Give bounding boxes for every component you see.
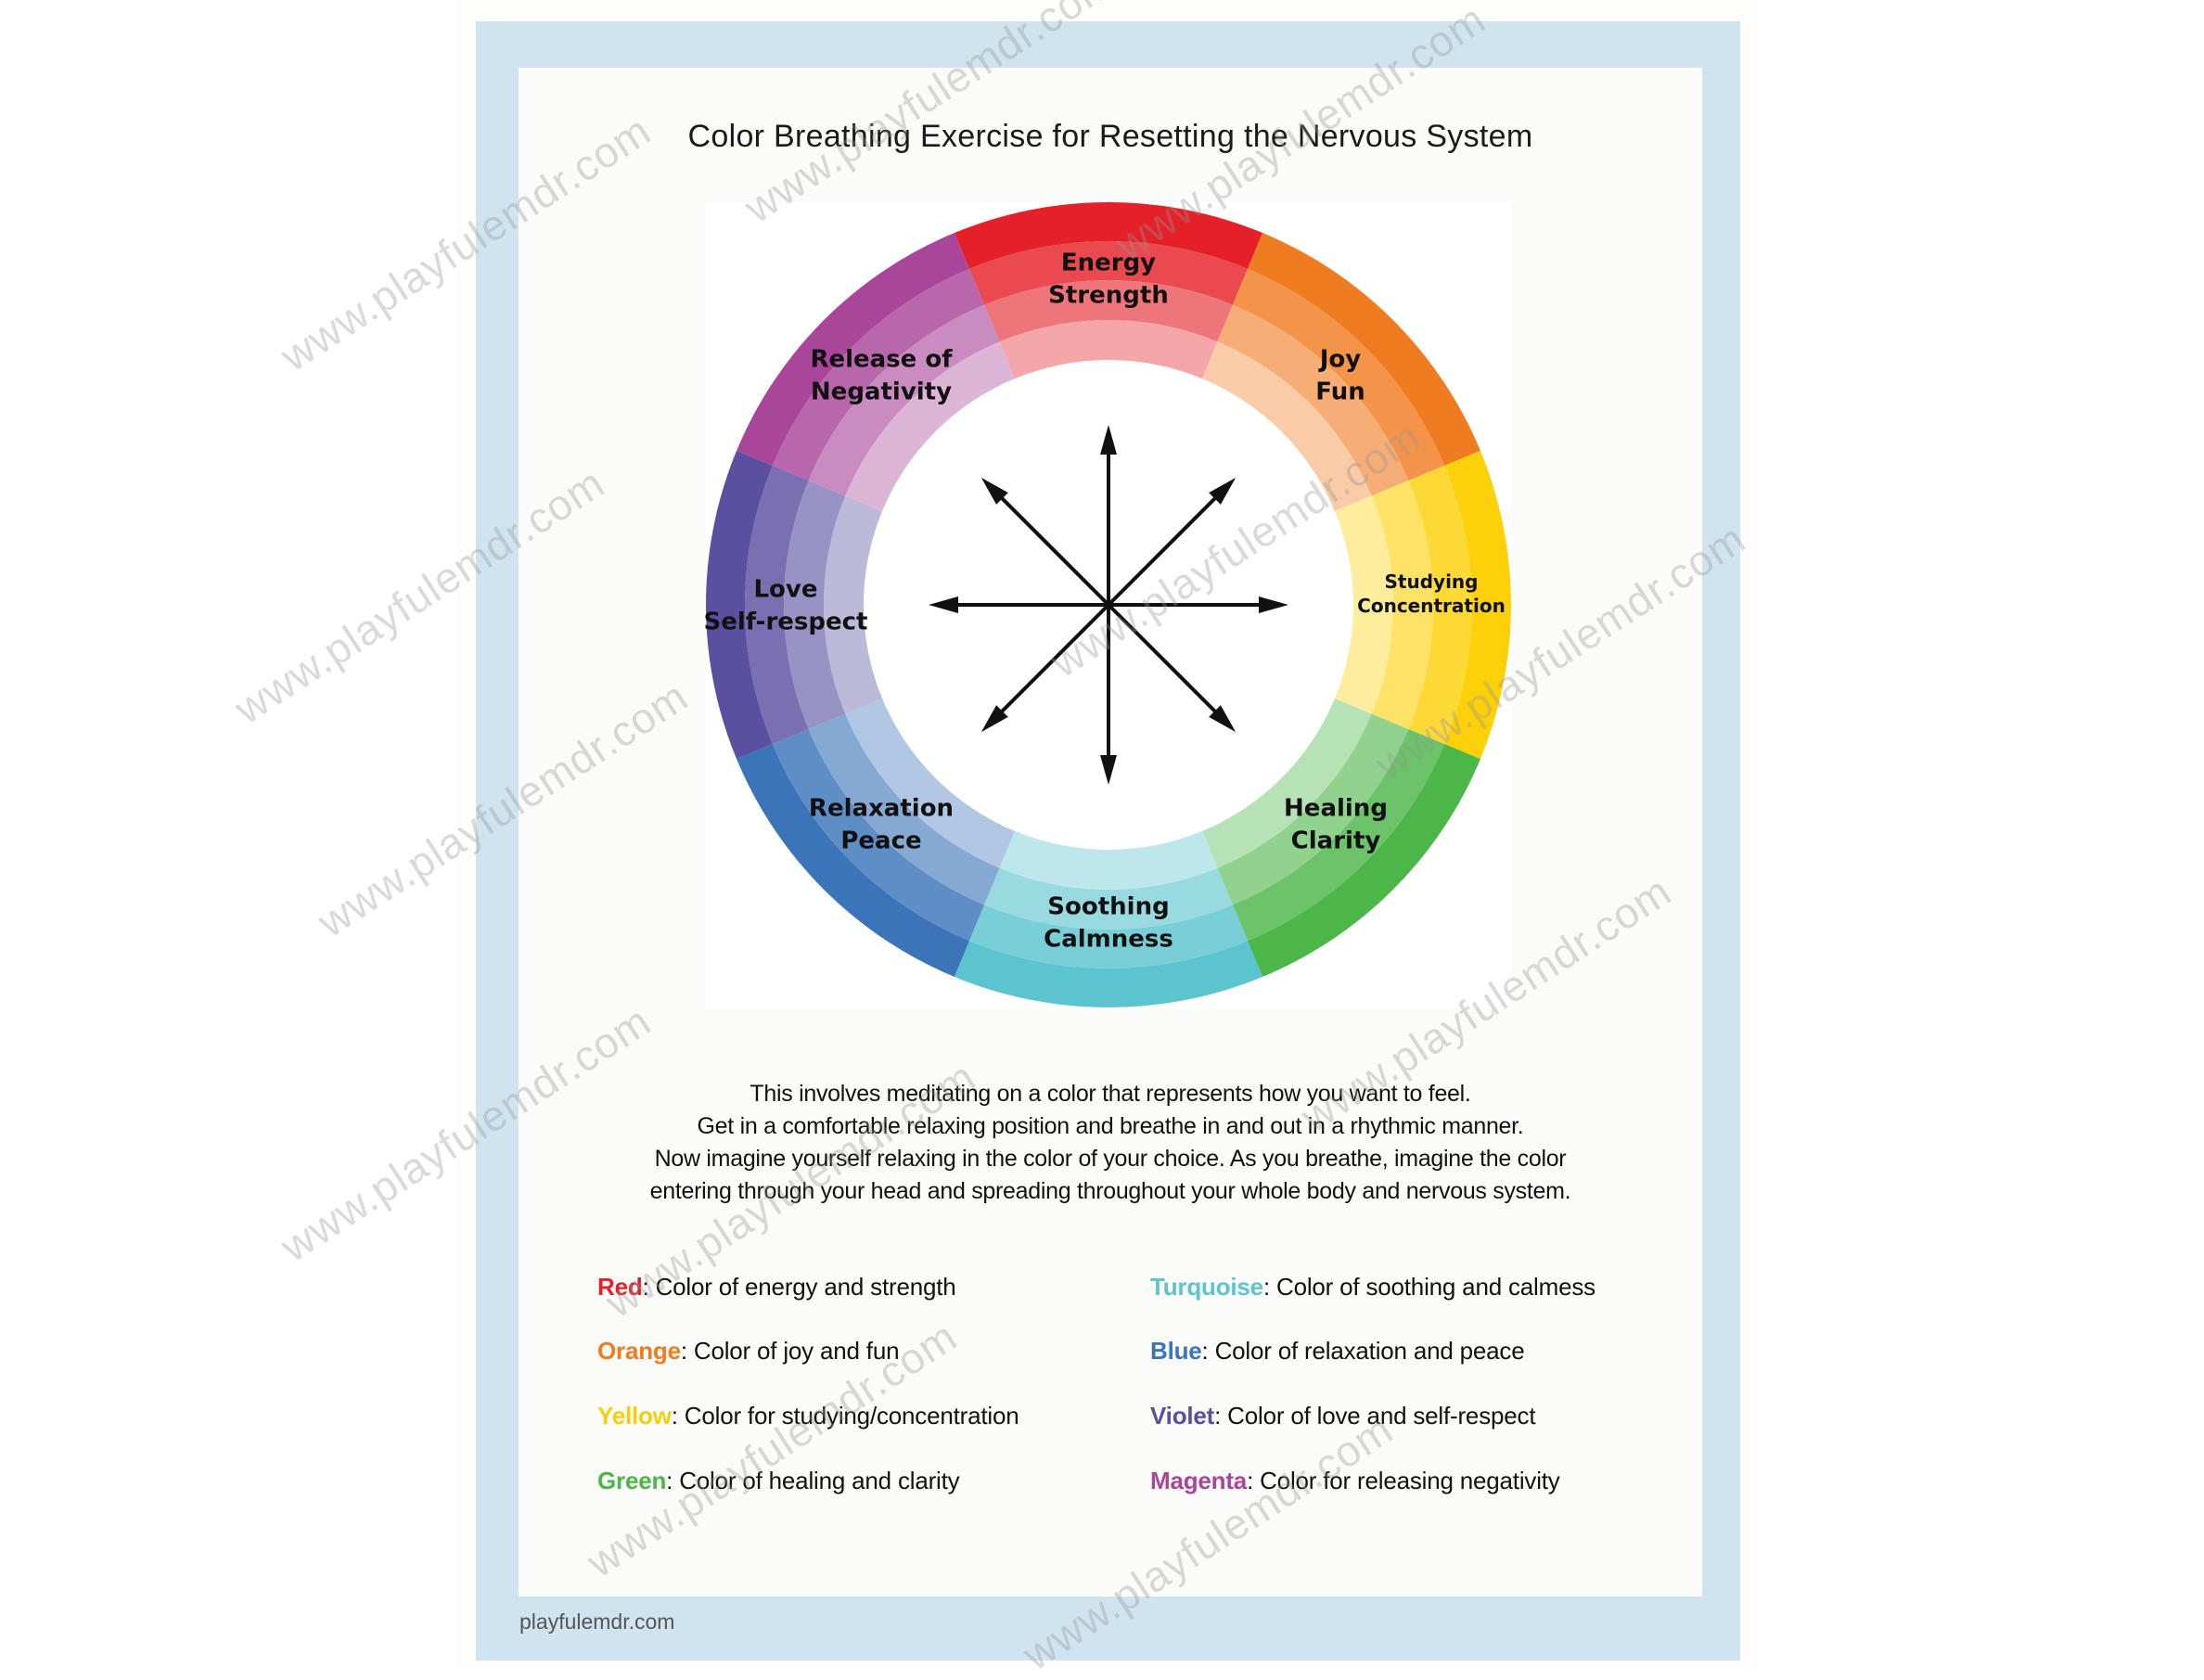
wheel-label: Fun <box>1315 378 1365 406</box>
wheel-label: Negativity <box>811 378 952 406</box>
legend-item-violet: Violet: Color of love and self-respect <box>1150 1402 1536 1430</box>
wheel-label: Studying <box>1385 571 1479 593</box>
legend-item-turquoise: Turquoise: Color of soothing and calmess <box>1150 1273 1595 1302</box>
instructions-paragraph: This involves meditating on a color that… <box>519 1078 1702 1208</box>
wheel-segment-band <box>745 465 809 745</box>
wheel-segment-band <box>1217 713 1409 905</box>
wheel-segment-band <box>772 268 985 481</box>
wheel-segment-band <box>1202 341 1372 511</box>
legend-description: : Color of soothing and calmess <box>1262 1273 1595 1301</box>
wheel-label: Relaxation <box>809 795 954 823</box>
wheel-segment-band <box>808 713 1000 905</box>
wheel-segment-band <box>1217 304 1409 496</box>
wheel-segment-band <box>845 699 1015 868</box>
arrow-head-icon <box>1100 755 1117 785</box>
wheel-label: Healing <box>1284 795 1388 823</box>
wheel-segment-band <box>845 341 1015 511</box>
wheel-segment-band <box>1232 268 1445 481</box>
wheel-segment-band <box>1202 699 1372 868</box>
legend-item-red: Red: Color of energy and strength <box>597 1273 956 1302</box>
legend-color-name: Green <box>597 1467 667 1494</box>
wheel-label: Love <box>753 576 817 604</box>
footer-site: playfulemdr.com <box>519 1609 675 1634</box>
wheel-label: Self-respect <box>704 609 868 636</box>
arrow-head-icon <box>1259 596 1288 613</box>
wheel-label: Peace <box>840 827 921 855</box>
wheel-segment-band <box>984 280 1233 342</box>
wheel-segment-band <box>1444 450 1511 760</box>
wheel-label: Joy <box>1318 346 1362 374</box>
instructions-line: Now imagine yourself relaxing in the col… <box>654 1146 1567 1172</box>
wheel-segment-band <box>954 941 1263 1007</box>
legend-item-magenta: Magenta: Color for releasing negativity <box>1150 1467 1560 1495</box>
wheel-label: Soothing <box>1047 893 1169 921</box>
legend-color-name: Yellow <box>597 1402 672 1430</box>
wheel-segment-band <box>808 304 1000 496</box>
wheel-segment-band <box>968 241 1249 305</box>
legend-color-name: Blue <box>1150 1337 1202 1365</box>
arrow-shaft <box>993 603 1110 721</box>
arrow-shaft <box>993 489 1110 607</box>
arrow-shaft <box>1107 603 1224 721</box>
legend-color-name: Turquoise <box>1150 1273 1263 1301</box>
wheel-label: Release of <box>810 346 953 374</box>
legend-item-orange: Orange: Color of joy and fun <box>597 1337 900 1366</box>
wheel-segment-band <box>954 202 1263 269</box>
wheel-label: Clarity <box>1291 827 1381 855</box>
wheel-label: Energy <box>1061 250 1156 277</box>
wheel-label: Strength <box>1048 282 1169 310</box>
legend-item-yellow: Yellow: Color for studying/concentration <box>597 1402 1019 1430</box>
legend-color-name: Magenta <box>1150 1467 1248 1494</box>
wheel-segment-band <box>1371 481 1433 729</box>
wheel-segment-band <box>984 867 1233 930</box>
wheel-segment-band <box>737 744 969 977</box>
wheel-label: Concentration <box>1357 595 1506 617</box>
legend-item-blue: Blue: Color of relaxation and peace <box>1150 1337 1525 1366</box>
wheel-segment-band <box>999 320 1218 379</box>
legend-description: : Color of relaxation and peace <box>1201 1337 1525 1365</box>
arrow-head-icon <box>929 596 958 613</box>
wheel-segment-band <box>1248 744 1480 977</box>
instructions-line: Get in a comfortable relaxing position a… <box>697 1113 1524 1139</box>
wheel-segment-band <box>706 450 773 760</box>
legend-description: : Color of healing and clarity <box>666 1467 960 1494</box>
wheel-label: Calmness <box>1044 926 1173 954</box>
arrow-head-icon <box>980 705 1008 733</box>
legend-description: : Color for releasing negativity <box>1247 1467 1560 1494</box>
wheel-segment-band <box>1248 233 1480 466</box>
arrow-head-icon <box>1209 705 1237 733</box>
legend-description: : Color of energy and strength <box>642 1273 956 1301</box>
wheel-segment-band <box>737 233 969 466</box>
legend-color-name: Violet <box>1150 1402 1215 1430</box>
arrow-head-icon <box>1209 477 1237 505</box>
legend-description: : Color of love and self-respect <box>1214 1402 1536 1430</box>
wheel-segment-band <box>999 830 1218 890</box>
legend-item-green: Green: Color of healing and clarity <box>597 1467 960 1495</box>
legend-description: : Color for studying/concentration <box>671 1402 1019 1430</box>
arrow-shaft <box>1107 489 1224 607</box>
legend-description: : Color of joy and fun <box>680 1337 900 1365</box>
instructions-line: entering through your head and spreading… <box>649 1178 1571 1204</box>
arrow-head-icon <box>1100 425 1117 455</box>
wheel-segment-band <box>772 728 985 942</box>
legend-color-name: Red <box>597 1273 643 1301</box>
wheel-segment-band <box>1334 495 1393 714</box>
wheel-segment-band <box>1408 465 1472 745</box>
page-title: Color Breathing Exercise for Resetting t… <box>687 119 1533 154</box>
legend-color-name: Orange <box>597 1337 681 1365</box>
wheel-segment-band <box>1232 728 1445 942</box>
arrow-head-icon <box>980 477 1008 505</box>
wheel-segment-band <box>784 481 846 729</box>
color-wheel: EnergyStrengthJoyFunStudyingConcentratio… <box>704 202 1512 1009</box>
wheel-segment-band <box>824 495 883 714</box>
wheel-segment-band <box>968 904 1249 968</box>
instructions-line: This involves meditating on a color that… <box>750 1081 1471 1107</box>
